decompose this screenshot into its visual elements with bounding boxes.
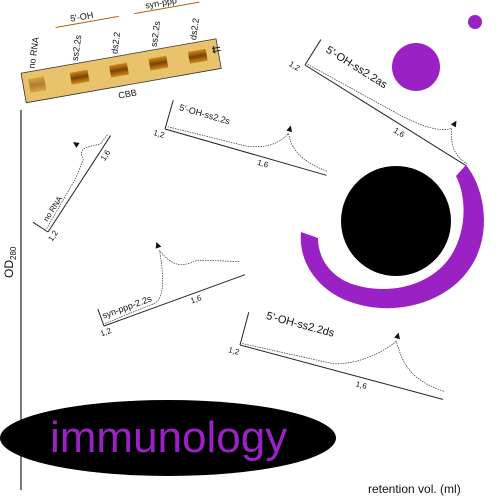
panel-x-axis: [164, 128, 327, 176]
chromatogram-ss2-2as: 1,2 1,6 5'-OH-ss2.2as: [287, 39, 468, 167]
chromatogram-syn-ppp: 1,2 1,6 syn-ppp-2.2s: [97, 242, 246, 338]
gel-band: [69, 69, 90, 85]
panel-y-axis: [304, 39, 322, 66]
chromatogram-ss2-2s: 1,2 1,6 5'-OH-ss2.2s: [152, 100, 328, 176]
panel-label: 5'-OH-ss2.2s: [178, 102, 231, 126]
tick-label: 1,6: [392, 126, 407, 140]
peak-marker: [286, 125, 293, 133]
group-label: 5'-OH: [69, 10, 94, 24]
lane-label: ds2.2: [188, 17, 201, 40]
gel-image: no RNA ss2.2s ds2.2 ss2.2s ds2.2 5'-OH s…: [20, 0, 222, 104]
panel-label: 5'-OH-ss2.2ds: [265, 310, 336, 340]
group-bracket: [134, 1, 200, 15]
medium-purple-circle: [392, 43, 440, 91]
logo-ellipse: [0, 400, 336, 476]
gel-band: [187, 48, 208, 64]
lane-label: ds2.2: [109, 31, 122, 54]
trace-line: [105, 250, 241, 324]
peak-marker: [155, 242, 162, 249]
purple-crescent: [300, 165, 484, 309]
tick-label: 1,6: [256, 158, 270, 170]
gel-band: [148, 55, 169, 71]
panel-y-axis: [97, 308, 105, 327]
chromatogram-no-rna: 1,2 1,6 no RNA: [32, 133, 113, 243]
x-axis-label: retention vol. (ml): [368, 482, 461, 496]
gel-band: [109, 62, 129, 78]
peak-marker: [450, 120, 457, 128]
trace-line: [167, 126, 328, 172]
panel-y-axis: [164, 100, 174, 130]
lane-label: ss2.2s: [149, 20, 163, 48]
lane-label: no RNA: [27, 36, 41, 69]
tick-label: 1,2: [227, 345, 241, 357]
trace-line: [46, 133, 109, 229]
peak-marker: [72, 142, 80, 148]
small-purple-dot: [468, 15, 482, 29]
stain-label: CBB: [118, 88, 138, 101]
tick-label: 1,2: [99, 326, 113, 338]
tick-label: 1,6: [355, 379, 369, 391]
chromatogram-ss2-2ds: 1,2 1,6 5'-OH-ss2.2ds: [227, 310, 446, 400]
trace-line: [242, 340, 446, 392]
peak-marker: [394, 332, 400, 340]
logo-text: immunology: [50, 413, 287, 462]
group-bracket: [55, 15, 119, 29]
panel-x-axis: [103, 274, 246, 327]
panel-label: no RNA: [41, 194, 64, 223]
lane-label: ss2.2s: [70, 34, 84, 62]
tick-label: 1,6: [189, 293, 203, 305]
panel-x-axis: [47, 135, 112, 233]
panel-y-axis: [32, 221, 49, 233]
panel-x-axis: [304, 64, 467, 167]
arrows-icon: ⇇: [211, 43, 222, 56]
panel-y-axis: [239, 312, 250, 346]
group-label: syn-ppp: [144, 0, 177, 11]
panel-label: 5'-OH-ss2.2as: [324, 44, 390, 92]
black-disc: [341, 166, 451, 276]
panel-x-axis: [239, 344, 443, 400]
trace-line: [307, 64, 468, 165]
y-axis-label: OD280: [2, 246, 18, 278]
tick-label: 1,2: [287, 59, 302, 73]
tick-label: 1,2: [152, 128, 166, 140]
gel-band: [28, 76, 47, 93]
